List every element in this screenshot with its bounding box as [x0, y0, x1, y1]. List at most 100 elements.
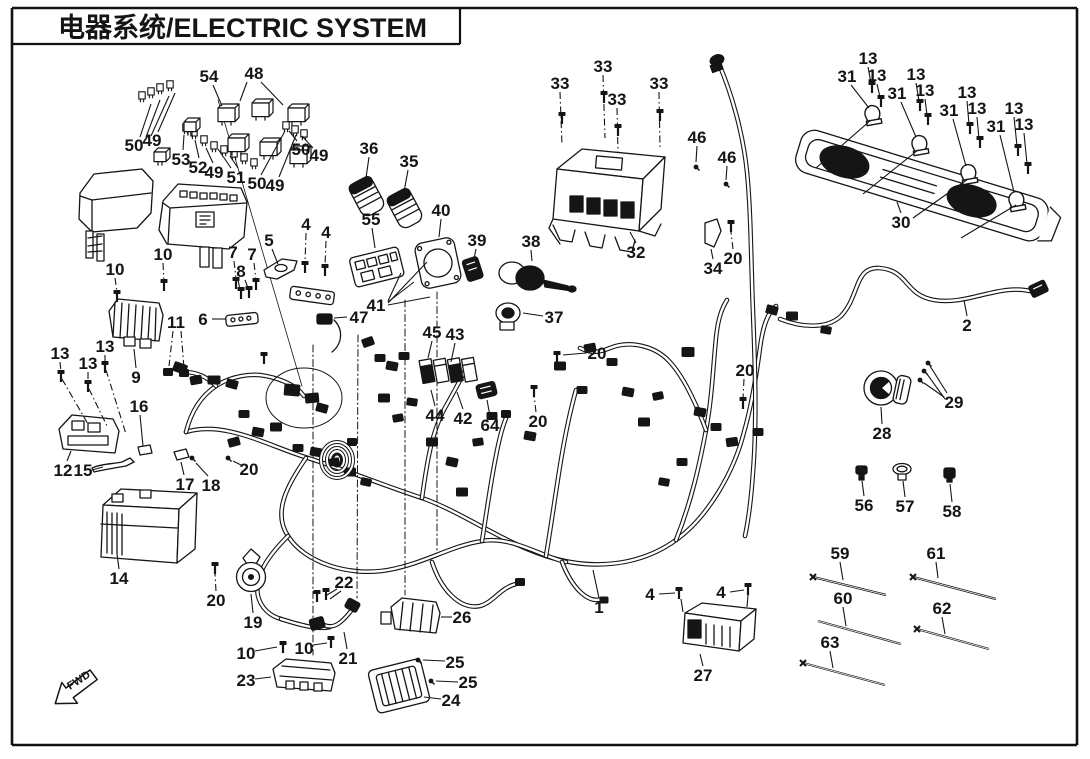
callout-label: 13 — [907, 65, 926, 84]
callout-label: 38 — [522, 232, 541, 251]
callout-50: 50 — [288, 130, 310, 159]
leader-line — [116, 553, 120, 570]
callout-2: 2 — [962, 299, 972, 335]
harness-tube-core — [560, 560, 604, 602]
callout-29: 29 — [923, 365, 964, 412]
leader-line — [976, 116, 980, 140]
harness-connector — [515, 578, 525, 586]
callout-label: 63 — [821, 633, 840, 652]
callout-label: 44 — [426, 406, 445, 425]
harness-tube-core — [778, 266, 1036, 327]
callout-13: 13 — [1005, 99, 1023, 147]
leader-line — [365, 156, 370, 179]
harness-tube-core — [256, 534, 290, 621]
regulator-24 — [367, 658, 431, 714]
leader-line — [729, 589, 745, 593]
mini-fuse-icon — [282, 121, 290, 133]
mini-fuse-icon — [138, 91, 146, 103]
harness-connector — [292, 444, 304, 452]
callout-label: 55 — [362, 210, 381, 229]
leader-line — [680, 598, 684, 613]
callout-label: 29 — [945, 393, 964, 412]
fuse-box — [158, 183, 248, 269]
callout-33: 33 — [608, 90, 626, 153]
leader-line — [658, 91, 661, 149]
callout-label: 4 — [301, 215, 311, 234]
callout-61: 61 — [927, 544, 945, 579]
switch-bank-55 — [349, 246, 405, 288]
leader-line — [387, 296, 431, 306]
callout-label: 1 — [594, 598, 603, 617]
leader-line — [150, 95, 170, 137]
screw-icon — [225, 455, 233, 463]
callout-31: 31 — [960, 117, 1017, 239]
leader-line — [194, 139, 200, 159]
leader-line — [960, 204, 1017, 239]
harness-connector — [189, 374, 203, 386]
bolt-icon — [916, 99, 924, 111]
bolt-icon — [530, 385, 538, 397]
callout-label: 24 — [442, 691, 461, 710]
callout-label: 59 — [831, 544, 850, 563]
clamp-icon — [864, 104, 883, 127]
leader-line — [450, 342, 456, 363]
callout-label: 16 — [130, 397, 149, 416]
leader-line — [329, 590, 342, 600]
callout-27: 27 — [694, 653, 712, 685]
bolt-icon — [1024, 162, 1032, 174]
mini-fuse-icon — [210, 141, 218, 153]
harness-connector — [576, 386, 588, 394]
leader-line — [710, 248, 714, 260]
bolt-icon — [675, 587, 683, 599]
callout-label: 26 — [453, 608, 472, 627]
leader-line — [278, 134, 297, 178]
screw-icon — [415, 657, 423, 665]
leader-line — [180, 461, 185, 476]
callout-51: 51 — [217, 148, 245, 187]
callout-label: 37 — [545, 308, 564, 327]
callout-63: 63 — [821, 633, 840, 669]
callout-label: 7 — [247, 245, 256, 264]
connector-39 — [461, 256, 484, 282]
callout-label: 10 — [154, 245, 173, 264]
leader-line — [941, 616, 946, 635]
callout-32: 32 — [627, 231, 645, 262]
callout-20: 20 — [207, 573, 226, 610]
leader-line — [742, 378, 745, 399]
harness-connector — [163, 368, 173, 376]
clip-56 — [855, 465, 868, 481]
callout-label: 56 — [855, 496, 874, 515]
callout-label: 30 — [892, 213, 911, 232]
leader-line — [695, 145, 698, 163]
callout-4: 4 — [645, 585, 684, 613]
callout-label: 13 — [859, 49, 878, 68]
callout-label: 13 — [51, 344, 70, 363]
callout-17: 17 — [176, 461, 194, 494]
harness-connector — [501, 410, 511, 418]
callout-46: 46 — [688, 128, 706, 163]
callout-33: 33 — [594, 57, 612, 139]
callout-13: 13 — [868, 66, 886, 98]
relay-icon — [227, 133, 250, 156]
callout-label: 25 — [446, 653, 465, 672]
callout-23: 23 — [237, 671, 272, 690]
harness-layer — [163, 61, 1037, 631]
callout-label: 9 — [131, 368, 140, 387]
harness-connector — [472, 437, 484, 447]
leader-line — [168, 330, 174, 367]
callout-13: 13 — [79, 354, 109, 429]
harness-connector — [227, 436, 241, 448]
bolt-icon — [656, 109, 664, 121]
screw-icon — [917, 377, 925, 385]
harness-connector — [638, 417, 650, 427]
leader-line — [237, 279, 241, 290]
leader-line — [145, 99, 161, 138]
callout-label: 20 — [207, 591, 226, 610]
callout-label: 60 — [834, 589, 853, 608]
callout-59: 59 — [831, 544, 850, 581]
sensor-35 — [386, 187, 423, 229]
harness-connector — [251, 426, 265, 438]
callout-10: 10 — [295, 639, 328, 658]
callout-label: 45 — [423, 323, 442, 342]
leader-line — [371, 227, 376, 249]
